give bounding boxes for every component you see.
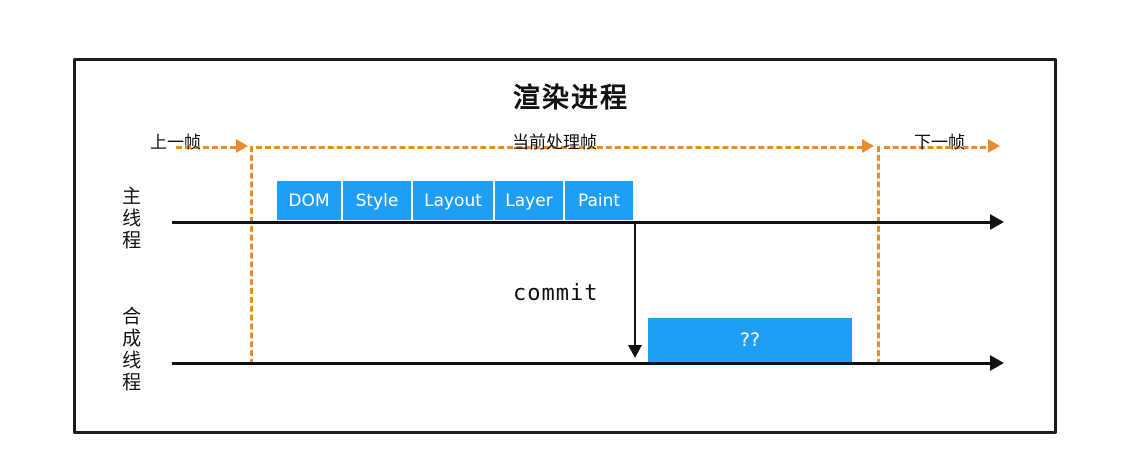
compositor-thread-arrow-icon	[990, 355, 1004, 371]
compositor-thread-timeline	[172, 362, 992, 365]
pipeline-stage-style: Style	[343, 181, 413, 220]
frame-boundary-start	[250, 146, 253, 365]
ruler-arrow-icon-next	[988, 139, 1000, 153]
render-pipeline-stages: DOM Style Layout Layer Paint	[277, 181, 633, 220]
ruler-arrow-icon-previous	[236, 139, 248, 153]
compositor-task-block: ??	[648, 318, 852, 362]
render-process-container	[73, 58, 1057, 434]
pipeline-stage-dom: DOM	[277, 181, 343, 220]
ruler-segment-current-frame	[256, 146, 863, 149]
label-current-frame: 当前处理帧	[512, 133, 597, 153]
page-title: 渲染进程	[513, 83, 629, 114]
pipeline-stage-layout: Layout	[413, 181, 495, 220]
label-next-frame: 下一帧	[914, 133, 965, 153]
pipeline-stage-paint: Paint	[565, 181, 633, 220]
commit-label: commit	[513, 281, 599, 306]
label-previous-frame: 上一帧	[150, 133, 201, 153]
compositor-thread-label: 合成线程	[119, 306, 142, 394]
ruler-segment-previous-frame	[176, 146, 236, 149]
main-thread-label: 主线程	[119, 186, 142, 252]
commit-arrow-head-icon	[628, 345, 642, 358]
main-thread-arrow-icon	[990, 214, 1004, 230]
frame-boundary-end	[877, 146, 880, 365]
ruler-arrow-icon-current	[862, 139, 874, 153]
commit-arrow-line	[634, 222, 636, 348]
pipeline-stage-layer: Layer	[495, 181, 565, 220]
main-thread-timeline	[172, 221, 992, 224]
ruler-segment-next-frame	[884, 146, 986, 149]
